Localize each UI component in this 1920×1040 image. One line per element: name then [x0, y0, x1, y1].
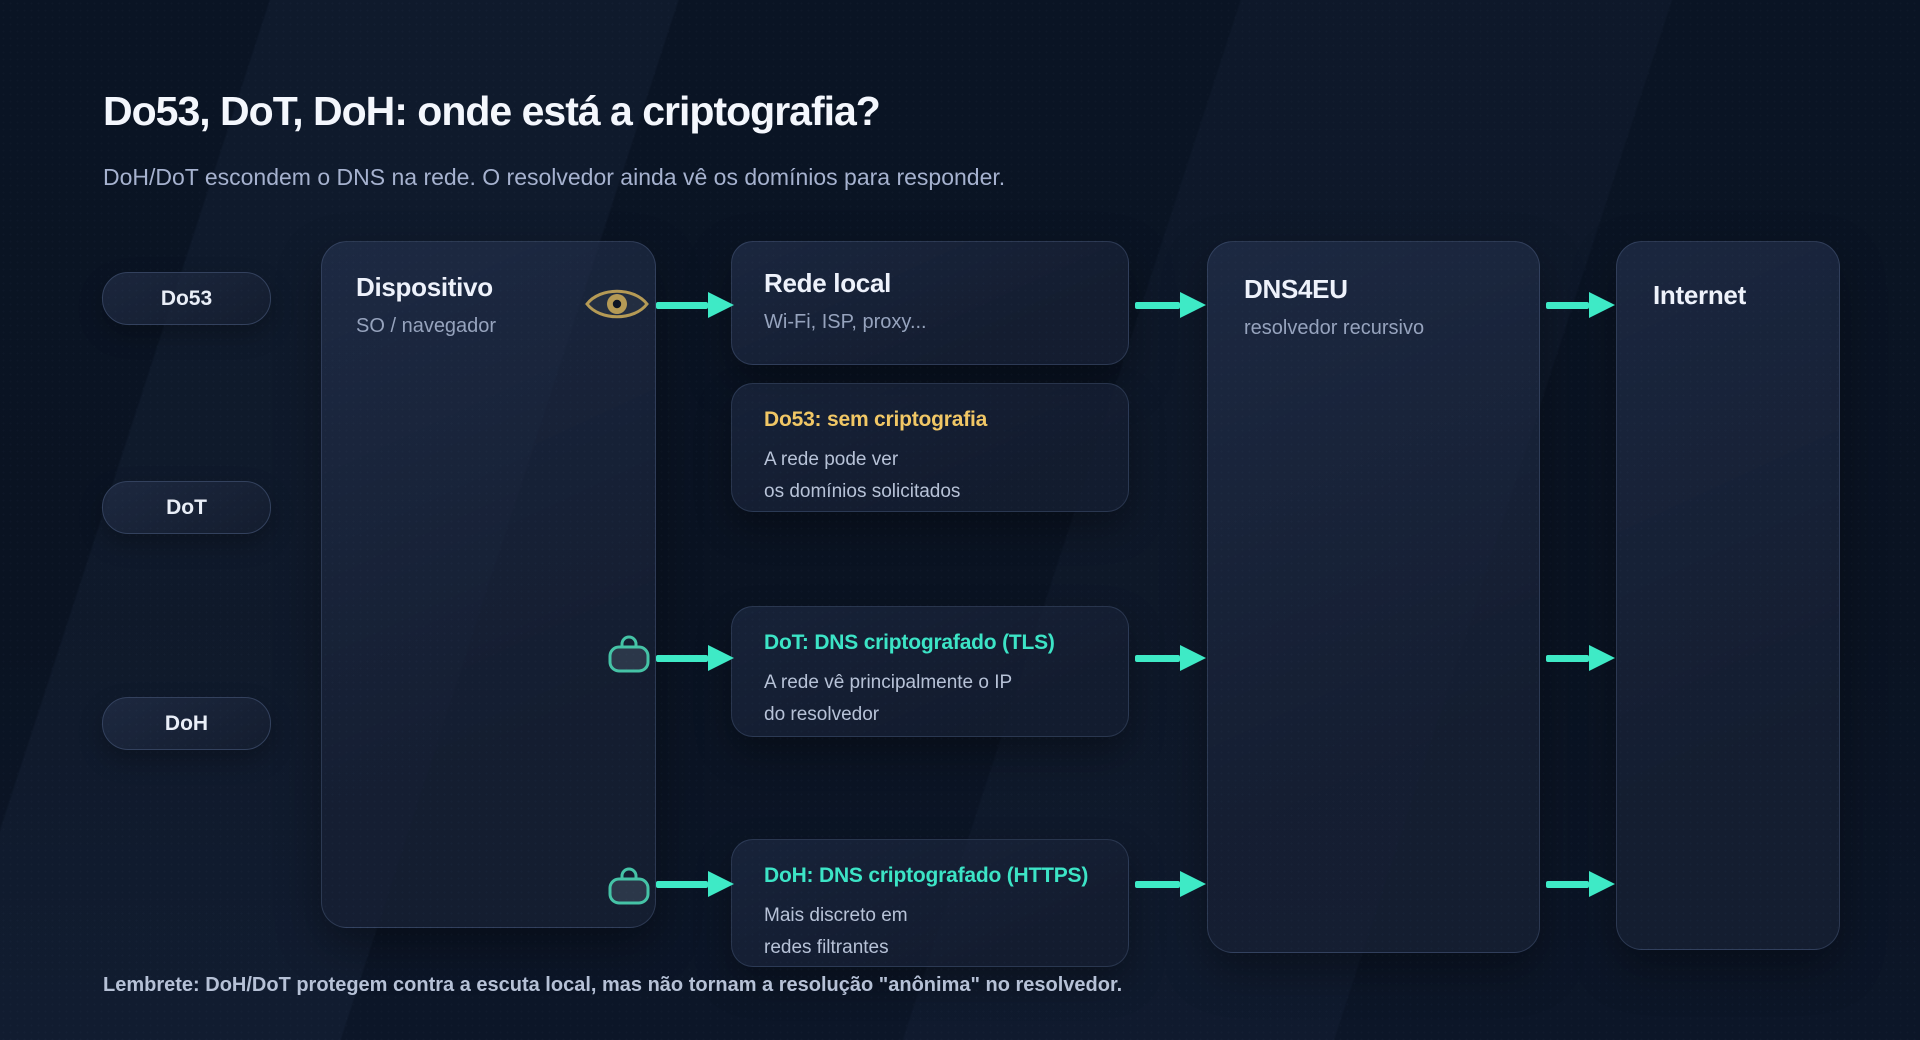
flow-arrow-device-network-dot	[656, 645, 734, 671]
node-internet: Internet	[1616, 241, 1840, 950]
flow-arrow-resolver-internet-dot	[1546, 645, 1615, 671]
legend-pill-dot: DoT	[102, 481, 271, 534]
legend-pill-dot-label: DoT	[166, 495, 207, 519]
flow-arrow-resolver-internet-doh	[1546, 871, 1615, 897]
eye-icon	[584, 283, 650, 330]
lock-icon-doh	[606, 860, 652, 911]
page-title: Do53, DoT, DoH: onde está a criptografia…	[103, 88, 881, 134]
device-title: Dispositivo	[356, 272, 493, 302]
network-title: Rede local	[764, 268, 892, 298]
flow-arrow-device-network-do53	[656, 292, 734, 318]
flow-arrow-network-resolver-do53	[1135, 292, 1206, 318]
legend-pill-doh-label: DoH	[164, 711, 209, 735]
node-device: Dispositivo SO / navegador	[321, 241, 656, 928]
card-do53-title: Do53: sem criptografia	[764, 408, 988, 431]
resolver-subtitle: resolvedor recursivo	[1244, 317, 1425, 339]
page-subtitle: DoH/DoT escondem o DNS na rede. O resolv…	[103, 164, 1006, 190]
card-doh: DoH: DNS criptografado (HTTPS) Mais disc…	[731, 839, 1129, 967]
card-doh-title: DoH: DNS criptografado (HTTPS)	[764, 864, 1089, 887]
node-network: Rede local Wi-Fi, ISP, proxy...	[731, 241, 1129, 365]
card-doh-line1: Mais discreto em	[764, 905, 908, 926]
legend-pill-do53-label: Do53	[160, 286, 213, 310]
card-dot-title: DoT: DNS criptografado (TLS)	[764, 631, 1055, 654]
legend-pill-do53: Do53	[102, 272, 271, 325]
card-doh-line2: redes filtrantes	[764, 937, 889, 958]
legend-pill-doh: DoH	[102, 697, 271, 750]
card-dot-line2: do resolvedor	[764, 704, 880, 725]
network-subtitle: Wi-Fi, ISP, proxy...	[764, 311, 927, 333]
flow-arrow-network-resolver-dot	[1135, 645, 1206, 671]
resolver-title: DNS4EU	[1244, 274, 1348, 304]
flow-arrow-resolver-internet-do53	[1546, 292, 1615, 318]
lock-icon-dot	[606, 628, 652, 679]
card-do53: Do53: sem criptografia A rede pode ver o…	[731, 383, 1129, 512]
flow-arrow-network-resolver-doh	[1135, 871, 1206, 897]
flow-arrow-device-network-doh	[656, 871, 734, 897]
footer-note: Lembrete: DoH/DoT protegem contra a escu…	[103, 974, 1123, 996]
card-dot-line1: A rede vê principalmente o IP	[764, 672, 1013, 693]
card-do53-line2: os domínios solicitados	[764, 481, 961, 502]
device-subtitle: SO / navegador	[356, 315, 497, 337]
card-do53-line1: A rede pode ver	[764, 449, 899, 470]
node-resolver: DNS4EU resolvedor recursivo	[1207, 241, 1540, 953]
internet-title: Internet	[1653, 280, 1746, 310]
card-dot: DoT: DNS criptografado (TLS) A rede vê p…	[731, 606, 1129, 737]
